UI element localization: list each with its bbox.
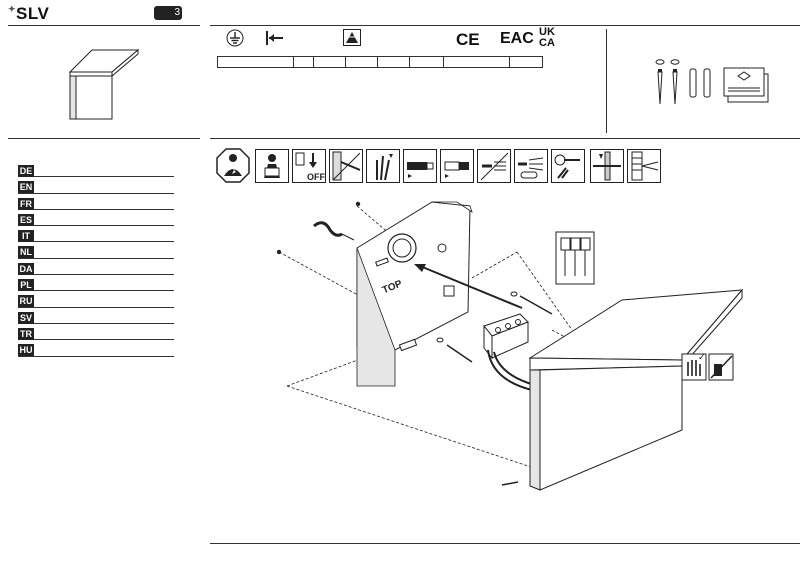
- cable-into-box-icon: [627, 149, 661, 183]
- guide-line: [278, 251, 368, 301]
- mounting-plate: TOP: [356, 201, 473, 387]
- min-distance-icon: [265, 30, 285, 51]
- hand-check-icon: ✓: [681, 352, 707, 381]
- guide-line: [516, 251, 573, 331]
- screw-head: [355, 201, 361, 207]
- cable-through-wall-icon: [590, 149, 624, 183]
- mounting-hole: [437, 243, 447, 253]
- language-row-de: DE: [18, 161, 174, 178]
- cable-entry-grommet: [392, 238, 412, 258]
- language-row-nl: NL: [18, 242, 174, 259]
- strip-cable-icon: [366, 149, 400, 183]
- dowel-icon: [689, 68, 697, 98]
- divider: [606, 29, 607, 133]
- language-row-it: IT: [18, 226, 174, 243]
- cable-gland-icon: [477, 149, 511, 183]
- product-thumbnail: [68, 48, 140, 120]
- guide-line: [471, 251, 518, 279]
- divider: [8, 25, 200, 26]
- eac-mark: EAC: [500, 30, 534, 47]
- screw-icon: [657, 69, 663, 105]
- washer-icon: [655, 59, 665, 65]
- language-row-en: EN: [18, 177, 174, 194]
- language-row-hu: HU: [18, 340, 174, 357]
- ce-mark: CE: [456, 30, 480, 49]
- wiring-detail-box: [555, 231, 595, 285]
- divider: [8, 138, 200, 139]
- electrician-icon: [216, 148, 250, 183]
- screw-icon: [436, 337, 473, 363]
- sleeve-icon: [440, 149, 474, 183]
- luminaire-housing: [528, 288, 744, 491]
- svg-text:✓: ✓: [698, 352, 706, 362]
- language-row-pl: PL: [18, 275, 174, 292]
- included-screws-and-manual: [655, 59, 769, 105]
- cable-end-icon: [403, 149, 437, 183]
- cable-wire: [487, 349, 533, 391]
- screw-icon: [672, 69, 678, 105]
- power-off-icon: OFF: [292, 149, 326, 183]
- language-row-ru: RU: [18, 291, 174, 308]
- svg-text:OFF: OFF: [307, 172, 325, 182]
- manual-icon: [723, 67, 769, 103]
- brand-logo: ✦SLV: [8, 4, 49, 24]
- language-row-tr: TR: [18, 324, 174, 341]
- language-row-sv: SV: [18, 308, 174, 324]
- footer-divider: [210, 543, 800, 544]
- guide-line: [286, 385, 535, 469]
- language-row-fr: FR: [18, 194, 174, 210]
- dowel-icon: [703, 68, 711, 98]
- washer-icon: [670, 59, 680, 65]
- assembly-diagram: TOP: [276, 201, 744, 491]
- spec-table: [217, 56, 543, 68]
- cut-cable-icon: [329, 149, 363, 183]
- read-manual-icon: [255, 149, 289, 183]
- cable-wire: [341, 233, 355, 241]
- cable: [313, 221, 343, 237]
- language-row-da: DA: [18, 259, 174, 276]
- ip-rating-icon: [343, 29, 361, 51]
- language-list: DE EN FR ES IT NL DA PL RU SV TR HU: [18, 161, 174, 357]
- terminal-block: [483, 313, 529, 360]
- lamp-type-badge: 3: [154, 6, 182, 20]
- ferrule-icon: [551, 149, 585, 183]
- screw-icon: [501, 481, 519, 486]
- screw-head: [276, 249, 282, 255]
- no-spray-icon: [708, 353, 734, 381]
- earth-symbol-icon: [226, 29, 244, 52]
- screw-icon: [510, 291, 553, 315]
- divider: [210, 25, 800, 26]
- insertion-arrow: [419, 265, 523, 309]
- brand-star-icon: ✦: [8, 4, 17, 14]
- language-row-es: ES: [18, 210, 174, 227]
- divider: [210, 138, 800, 139]
- brand-name: SLV: [16, 4, 50, 23]
- crimp-icon: [514, 149, 548, 183]
